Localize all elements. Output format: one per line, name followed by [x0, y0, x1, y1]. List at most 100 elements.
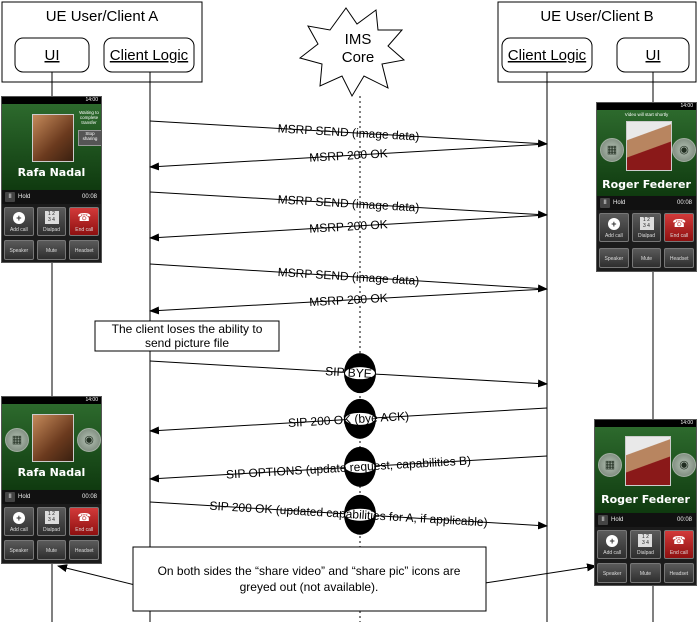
mute-button[interactable]: Mute [36, 240, 67, 260]
message-label-5: MSRP SEND (image data) [277, 265, 419, 288]
end-call-button[interactable]: ☎End call [69, 207, 100, 236]
mute-button[interactable]: Mute [631, 248, 662, 268]
hold-label: Hold [613, 200, 626, 206]
ims-hop-band-8 [345, 412, 375, 425]
plus-icon: + [607, 218, 620, 230]
note-greyed-out-line2: greyed out (not available). [240, 580, 379, 594]
caller-name: Roger Federer [601, 493, 690, 506]
end-call-button[interactable]: ☎End call [69, 507, 100, 536]
message-arrow-5 [149, 263, 548, 293]
picture-icon: ▦ [598, 453, 622, 477]
caller-photo [626, 121, 672, 171]
note-greyed-out-line1: On both sides the “share video” and “sha… [158, 564, 461, 578]
picture-icon: ▦ [600, 138, 624, 162]
hold-icon[interactable]: II [5, 192, 15, 202]
headset-button[interactable]: Headset [69, 540, 100, 560]
audio-row: Speaker Mute Headset [599, 248, 695, 268]
message-label-6: MSRP 200 OK [309, 291, 388, 309]
hold-icon[interactable]: II [5, 492, 15, 502]
message-label-1: MSRP SEND (image data) [277, 121, 419, 143]
caller-name: Rafa Nadal [17, 166, 86, 179]
note-lost-ability [94, 320, 280, 352]
audio-row: Speaker Mute Headset [4, 540, 100, 560]
caller-photo [625, 436, 671, 486]
note-lost-ability-line2: send picture file [145, 336, 229, 350]
caller-photo [32, 414, 74, 462]
hold-label: Hold [18, 194, 31, 200]
note-arrow-to-b [484, 563, 597, 584]
call-timer: 00:08 [676, 200, 692, 206]
handset-icon: ☎ [672, 218, 687, 230]
add-call-button[interactable]: +Add call [597, 530, 628, 559]
eye-icon: ◉ [672, 453, 696, 477]
phone-a-screen-1: 14:00 Waiting to complete transfer Stop … [1, 96, 102, 263]
ims-hop-band-10 [345, 508, 375, 521]
audio-row: Speaker Mute Headset [597, 563, 694, 583]
phone-b-screen-1: 14:00 Video will start shortly ▦ ◉ Roger… [596, 102, 697, 272]
caller-name: Roger Federer [602, 178, 691, 191]
message-label-4: MSRP 200 OK [309, 217, 388, 236]
message-arrow-3 [149, 191, 548, 219]
message-arrow-4 [149, 214, 548, 242]
speaker-button[interactable]: Speaker [4, 240, 34, 260]
client-a-logic-label: Client Logic [110, 47, 189, 64]
message-arrow-2 [149, 143, 548, 171]
add-call-button[interactable]: +Add call [599, 213, 629, 242]
add-call-button[interactable]: +Add call [4, 207, 34, 236]
plus-icon: + [12, 512, 25, 524]
eye-icon: ◉ [672, 138, 696, 162]
message-label-8: SIP 200 OK (bye ACK) [288, 409, 410, 430]
hold-icon[interactable]: II [598, 515, 608, 525]
speaker-button[interactable]: Speaker [599, 248, 629, 268]
plus-icon: + [12, 212, 25, 224]
mute-button[interactable]: Mute [36, 540, 67, 560]
handset-icon: ☎ [671, 535, 686, 547]
messages-group: MSRP SEND (image data) MSRP 200 OK MSRP SE… [149, 120, 548, 535]
speaker-button[interactable]: Speaker [4, 540, 34, 560]
ims-hop-band-9 [345, 460, 375, 473]
note-lost-ability-line1: The client loses the ability to [112, 322, 263, 336]
end-call-button[interactable]: ☎End call [663, 530, 694, 559]
stop-sharing-button[interactable]: Stop sharing [78, 130, 101, 146]
headset-button[interactable]: Headset [663, 563, 694, 583]
plus-icon: + [606, 535, 619, 547]
hold-label: Hold [18, 494, 31, 500]
call-timer: 00:08 [81, 494, 97, 500]
headset-button[interactable]: Headset [69, 240, 100, 260]
call-timer: 00:08 [676, 517, 692, 523]
speaker-button[interactable]: Speaker [597, 563, 628, 583]
note-greyed-out [132, 546, 487, 612]
client-b-ui-label: UI [646, 47, 661, 64]
status-bar: 14:00 [595, 420, 696, 427]
caller-area: Video will start shortly ▦ ◉ Roger Feder… [597, 110, 696, 196]
picture-icon: ▦ [5, 428, 29, 452]
hold-icon[interactable]: II [600, 198, 610, 208]
ims-core-label-1: IMS [345, 31, 372, 48]
caller-area: ▦ ◉ Rafa Nadal [2, 404, 101, 490]
client-a-logic-box [103, 37, 195, 73]
add-call-button[interactable]: +Add call [4, 507, 34, 536]
end-call-button[interactable]: ☎End call [664, 213, 695, 242]
headset-button[interactable]: Headset [664, 248, 695, 268]
mute-button[interactable]: Mute [630, 563, 661, 583]
client-a-ui-label: UI [45, 47, 60, 64]
message-label-7: SIP BYE [325, 364, 372, 381]
status-bar: 14:00 [2, 397, 101, 404]
call-timer: 00:08 [81, 194, 97, 200]
